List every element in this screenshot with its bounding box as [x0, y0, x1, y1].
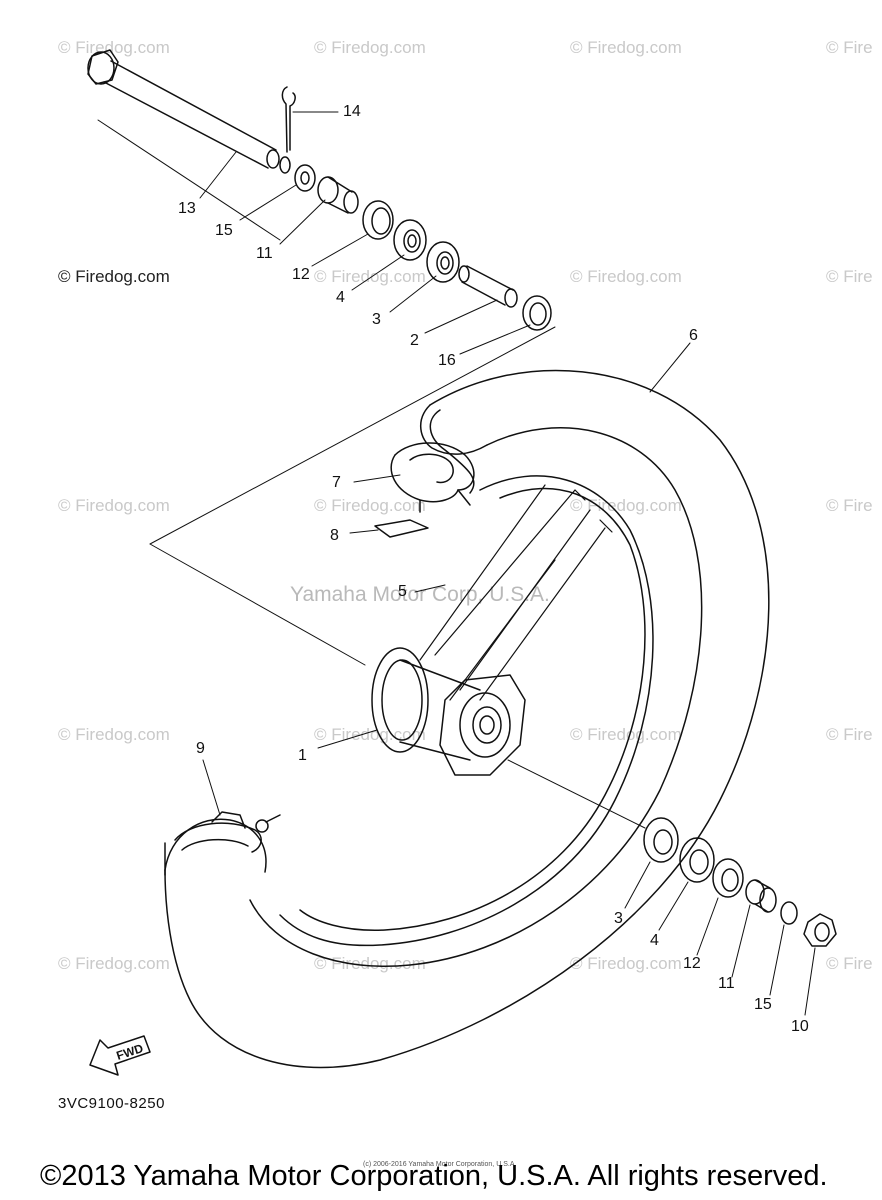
center-watermark: Yamaha Motor Corp, U.S.A. [290, 583, 550, 606]
watermark: © Firedog.com [570, 725, 682, 744]
callout-4: 4 [336, 289, 345, 306]
tube [390, 409, 475, 513]
callout-16: 16 [438, 352, 456, 369]
oil-seal-top [362, 200, 394, 240]
callout-8: 8 [330, 527, 339, 544]
watermark: © Firedog.com [314, 267, 426, 286]
washer-bottom [780, 901, 798, 925]
axle-nut [803, 913, 837, 947]
callout-5: 5 [398, 583, 407, 600]
fwd-arrow-icon [89, 1035, 151, 1076]
part-code: 3VC9100-8250 [58, 1095, 165, 1112]
callout-15: 15 [215, 222, 233, 239]
callout-1: 1 [298, 747, 307, 764]
watermark: © Firedog.com [58, 725, 170, 744]
rim-band [374, 519, 429, 538]
watermark-dark: © Firedog.com [58, 267, 170, 286]
rim-lock [174, 811, 281, 853]
watermark: © Fire [826, 725, 873, 744]
callout-11b: 11 [718, 975, 735, 992]
watermark: © Firedog.com [570, 38, 682, 57]
callout-12: 12 [292, 266, 310, 283]
collar-top [317, 176, 359, 214]
rim [279, 475, 654, 947]
watermark: © Firedog.com [314, 38, 426, 57]
axle [87, 49, 291, 174]
tiny-credit: (c) 2006-2016 Yamaha Motor Corporation, … [363, 1161, 517, 1168]
callout-6: 6 [689, 327, 698, 344]
spokes [419, 484, 613, 701]
bearing-bottom-3 [643, 817, 679, 863]
callout-4b: 4 [650, 932, 659, 949]
spacer [458, 265, 518, 308]
watermark: © Firedog.com [58, 38, 170, 57]
oil-seal-bottom [712, 858, 744, 898]
callout-14: 14 [343, 103, 361, 120]
watermark: © Firedog.com [570, 267, 682, 286]
callout-15b: 15 [754, 996, 772, 1013]
callout-13: 13 [178, 200, 196, 217]
washer-top [294, 164, 316, 192]
callout-3b: 3 [614, 910, 623, 927]
watermark: © Firedog.com [314, 496, 426, 515]
callout-9: 9 [196, 740, 205, 757]
callout-11: 11 [256, 245, 273, 262]
watermark: © Firedog.com [58, 496, 170, 515]
callout-7: 7 [332, 474, 341, 491]
bearing-bottom-4 [679, 837, 715, 883]
hub [371, 647, 526, 776]
watermark: © Fire [826, 954, 873, 973]
watermark: © Firedog.com [570, 496, 682, 515]
tire [164, 369, 770, 1069]
watermark: © Firedog.com [314, 954, 426, 973]
bearing-top-4 [393, 219, 427, 261]
watermark: © Fire [826, 496, 873, 515]
watermark: © Firedog.com [58, 954, 170, 973]
callout-2: 2 [410, 332, 419, 349]
copyright-footer: ©2013 Yamaha Motor Corporation, U.S.A. A… [40, 1160, 828, 1192]
watermark: © Fire [826, 267, 873, 286]
watermark: © Fire [826, 38, 873, 57]
collar-bottom [745, 879, 777, 913]
callout-3: 3 [372, 311, 381, 328]
cotter-pin [281, 86, 296, 153]
callout-12b: 12 [683, 955, 701, 972]
bearing-top-3 [426, 241, 460, 283]
spacer-flange [522, 295, 552, 331]
callout-10: 10 [791, 1018, 809, 1035]
watermark: © Firedog.com [570, 954, 682, 973]
